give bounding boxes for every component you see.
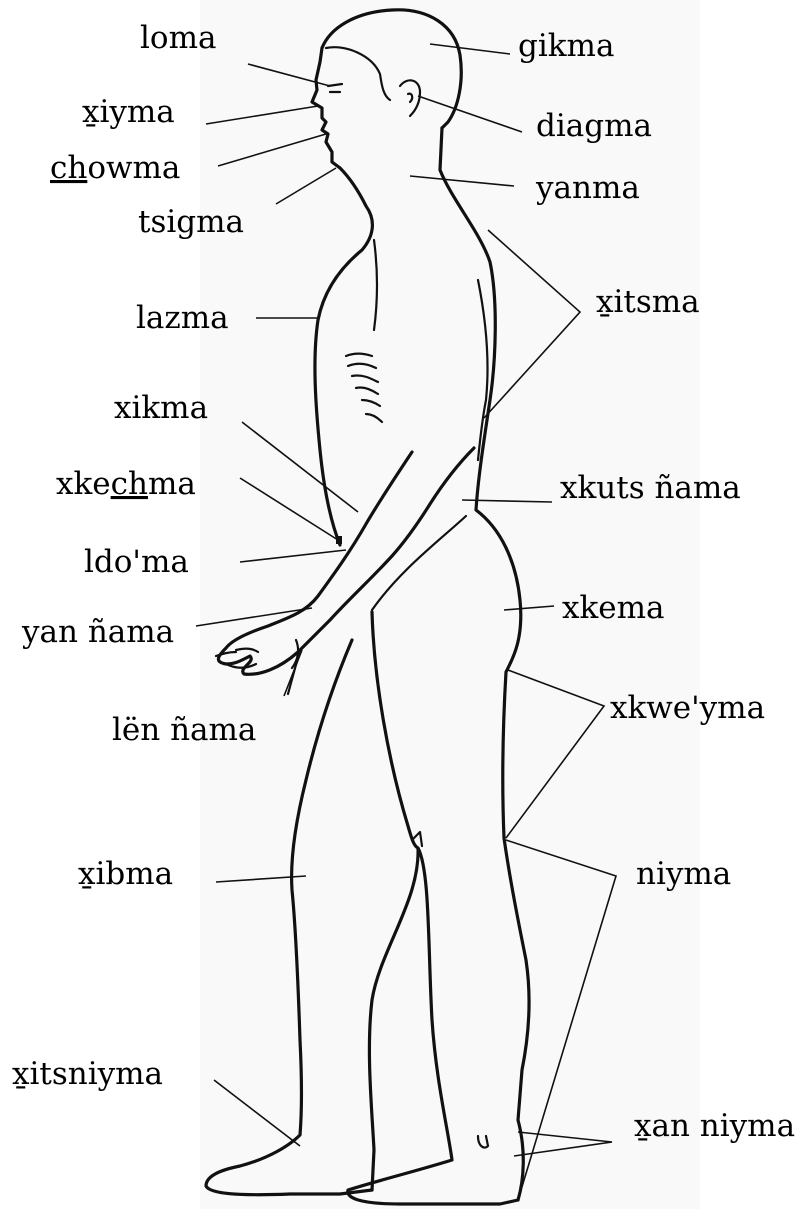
label-xitsniyma: x̱itsniyma xyxy=(12,1056,163,1092)
label-xitsma: x̱itsma xyxy=(596,284,700,320)
label-xibma: x̱ibma xyxy=(78,856,173,892)
label-yanma: yanma xyxy=(535,170,640,206)
label-loma: loma xyxy=(140,20,216,56)
label-xkema: xkema xyxy=(562,590,665,626)
label-xan-niyma: x̱an niyma xyxy=(634,1108,795,1144)
label-xkechma: xkechma xyxy=(56,466,196,502)
label-niyma: niyma xyxy=(636,856,731,892)
label-yan-nama: yan ñama xyxy=(21,614,174,650)
label-len-nama: lën ñama xyxy=(112,712,256,748)
label-xiyma: x̱iyma xyxy=(82,94,175,130)
label-diagma: diagma xyxy=(536,108,652,144)
label-xikma: xikma xyxy=(114,390,208,426)
label-chowma: chowma xyxy=(50,150,180,186)
label-lazma: lazma xyxy=(136,300,229,336)
label-ldoma: ldo'ma xyxy=(84,544,189,580)
label-tsigma: tsigma xyxy=(138,204,244,240)
label-gikma: gikma xyxy=(518,28,614,64)
label-xkuts-nama: xkuts ñama xyxy=(560,470,741,506)
label-xkweyma: xkwe'yma xyxy=(610,690,765,726)
